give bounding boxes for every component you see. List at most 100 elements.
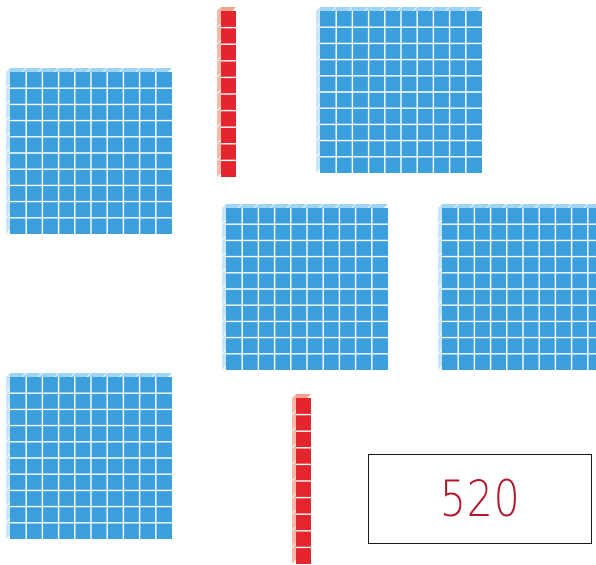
flat-side-tick <box>316 55 321 60</box>
flat-top-tick <box>335 204 340 209</box>
flat-side-tick <box>222 284 227 290</box>
flat-top-tick <box>21 68 27 73</box>
rod-side-tick <box>217 122 222 128</box>
flat-side-tick <box>6 132 11 138</box>
flat-side-tick <box>316 103 321 109</box>
flat-top-tick <box>567 204 572 209</box>
flat-side-tick <box>438 333 443 338</box>
ten-rod-graphic <box>217 7 236 177</box>
hundred-flat-block <box>6 68 173 235</box>
hundred-flat-graphic <box>6 373 172 539</box>
flat-top-tick <box>135 68 140 73</box>
flat-side-tick <box>6 197 11 202</box>
flat-top-tick <box>302 204 308 209</box>
flat-side-tick <box>222 268 227 274</box>
flat-side-tick <box>222 236 227 241</box>
flat-top-tick <box>453 204 459 209</box>
flat-top-tick <box>351 204 356 209</box>
flat-top-tick <box>445 7 450 12</box>
flat-top-tick <box>380 7 386 12</box>
flat-side-tick <box>222 317 227 322</box>
rod-side-tick <box>292 426 297 432</box>
flat-side-tick <box>438 284 443 290</box>
flat-side-tick <box>6 518 11 524</box>
flat-top-tick <box>429 7 434 12</box>
flat-top-tick <box>367 204 373 209</box>
rod-side-tick <box>292 410 297 415</box>
flat-side-tick <box>438 300 443 306</box>
flat-side-tick <box>438 349 443 355</box>
flat-side-tick <box>438 252 443 257</box>
flat-top-tick <box>151 68 157 73</box>
flat-top-tick <box>486 204 491 209</box>
rod-side-tick <box>292 476 297 482</box>
flat-top-tick <box>119 373 124 378</box>
hundred-flat-graphic <box>438 204 596 370</box>
rod-side-tick <box>217 23 222 28</box>
flat-top-tick <box>119 68 124 73</box>
flat-side-tick <box>6 453 11 459</box>
flat-side-tick <box>6 83 11 89</box>
flat-top-tick <box>331 7 337 12</box>
rod-top-face <box>217 7 236 11</box>
flat-side-tick <box>316 152 321 158</box>
flat-top-tick <box>318 204 324 209</box>
flat-side-tick <box>438 268 443 274</box>
flat-top-tick <box>502 204 508 209</box>
flat-top-tick <box>54 68 59 73</box>
flat-top-tick <box>38 373 43 378</box>
flat-top-tick <box>254 204 259 209</box>
flat-side-tick <box>316 22 321 28</box>
rod-side-tick <box>292 526 297 532</box>
hundred-flat-block <box>222 204 389 371</box>
flat-top-tick <box>364 7 369 12</box>
flat-top-tick <box>534 204 540 209</box>
flat-top-tick <box>470 204 475 209</box>
flat-side-tick <box>438 219 443 225</box>
flat-side-tick <box>6 405 11 410</box>
flat-top-tick <box>348 7 353 12</box>
flat-top-tick <box>396 7 402 12</box>
flat-top-tick <box>237 204 243 209</box>
flat-side-tick <box>6 164 11 170</box>
flat-side-tick <box>6 469 11 475</box>
flat-top-tick <box>270 204 275 209</box>
answer-value: 520 <box>439 470 521 528</box>
flat-top-tick <box>54 373 59 378</box>
flat-top-tick <box>551 204 556 209</box>
flat-side-tick <box>6 502 11 507</box>
flat-side-tick <box>222 219 227 225</box>
flat-top-tick <box>86 373 92 378</box>
rod-side-tick <box>217 39 222 45</box>
flat-top-tick <box>70 373 76 378</box>
flat-top-tick <box>461 7 467 12</box>
flat-side-tick <box>6 388 11 394</box>
flat-side-tick <box>6 421 11 426</box>
flat-side-tick <box>6 148 11 154</box>
rod-side-tick <box>292 443 297 449</box>
flat-side-tick <box>6 100 11 105</box>
flat-top-tick <box>21 373 27 378</box>
flat-top-tick <box>102 68 108 73</box>
flat-top-tick <box>518 204 524 209</box>
flat-side-tick <box>316 120 321 125</box>
hundred-flat-block <box>316 7 483 174</box>
flat-top-tick <box>102 373 108 378</box>
flat-side-tick <box>438 317 443 322</box>
hundred-flat-graphic <box>316 7 482 173</box>
rod-side-tick <box>217 156 222 161</box>
flat-side-tick <box>316 39 321 44</box>
flat-top-tick <box>412 7 418 12</box>
flat-top-tick <box>70 68 76 73</box>
flat-side-tick <box>316 87 321 93</box>
hundred-flat-graphic <box>6 68 172 234</box>
flat-side-tick <box>6 116 11 121</box>
hundred-flat-graphic <box>222 204 388 370</box>
ten-rod-block <box>292 394 312 565</box>
rod-side-tick <box>292 493 297 498</box>
flat-top-face <box>438 204 596 208</box>
flat-top-tick <box>135 373 140 378</box>
rod-side-tick <box>217 106 222 111</box>
flat-side-tick <box>6 181 11 186</box>
ten-rod-graphic <box>292 394 311 564</box>
